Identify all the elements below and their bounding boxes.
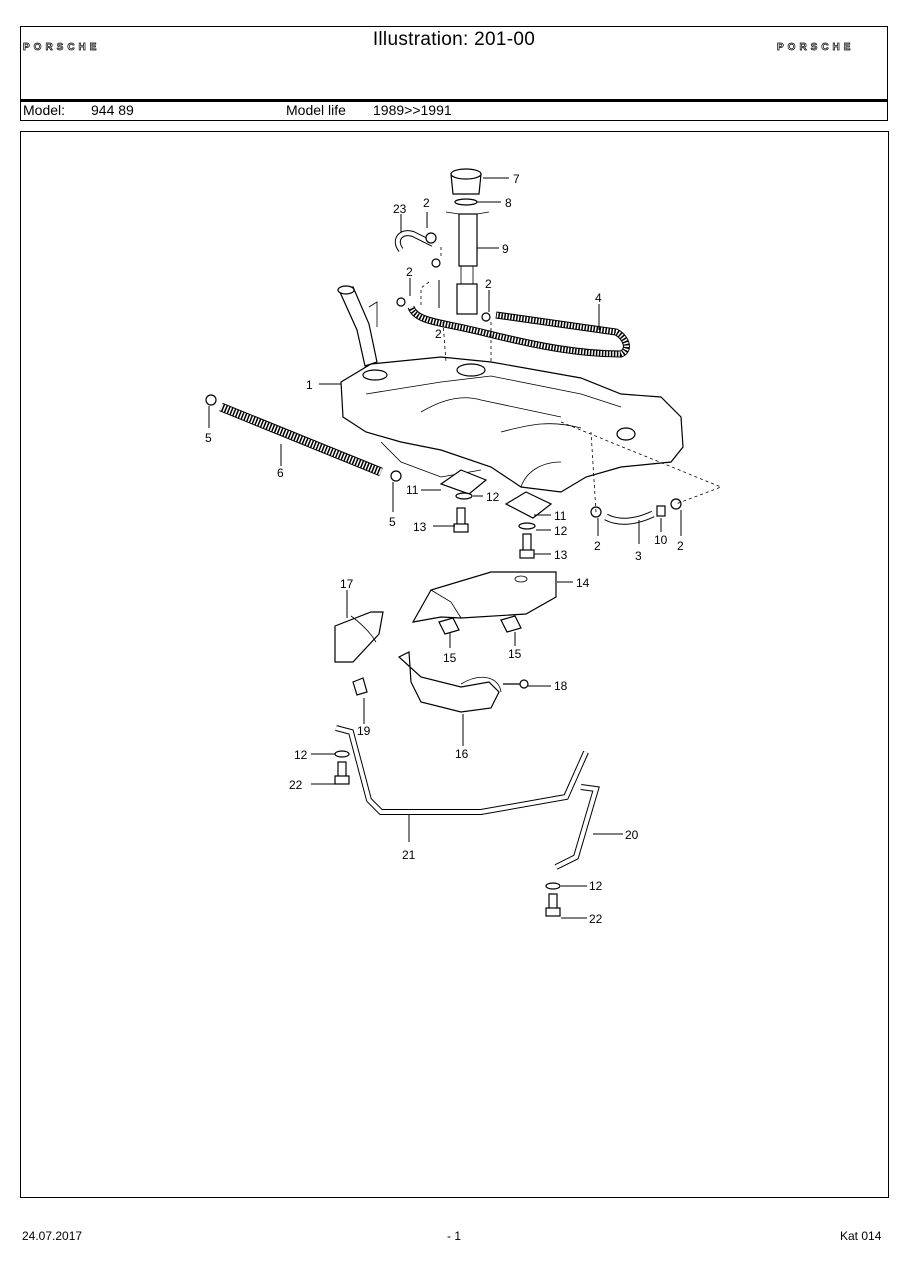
clip-19 [352,677,368,696]
callout-12-d: 12 [589,879,603,893]
clip-15-left [438,617,460,635]
header-box: PORSCHE Illustration: 201-00 PORSCHE Mod… [20,26,888,121]
callout-2-c: 2 [435,327,442,341]
callout-2-a: 2 [423,196,430,210]
callout-22-b: 22 [589,912,603,926]
model-value: 944 89 [91,102,134,118]
illustration-title: Illustration: 201-00 [372,29,536,50]
callout-18: 18 [554,679,568,693]
callout-4: 4 [595,291,602,305]
callout-11-b: 11 [554,509,567,523]
filler-cap [450,168,482,206]
fastener-set-right [545,882,561,917]
callout-5-b: 5 [389,515,396,529]
callout-leaders [208,177,682,919]
callout-8: 8 [505,196,512,210]
tank-mount-right [504,491,553,559]
porsche-logo-left: PORSCHE [23,38,127,54]
heat-shield-14 [411,571,557,623]
brand-right-text: PORSCHE [777,42,854,51]
shield-17 [334,611,384,663]
callout-3: 3 [635,549,642,563]
callout-2-f: 2 [677,539,684,553]
bracket-16 [397,651,502,713]
callout-1: 1 [306,378,313,392]
model-life-value: 1989>>1991 [373,102,452,118]
fuel-sender [445,211,490,315]
tank-mount-left [439,469,488,533]
callout-2-d: 2 [485,277,492,291]
porsche-wordmark-left: PORSCHE [23,42,100,54]
callout-6: 6 [277,466,284,480]
porsche-wordmark-right: PORSCHE [777,42,854,54]
callout-7: 7 [513,172,520,186]
callout-12-a: 12 [486,490,500,504]
filler-neck [337,285,378,367]
footer-date: 24.07.2017 [22,1229,83,1243]
footer-catalog: Kat 014 [840,1229,882,1243]
callout-23: 23 [393,202,407,216]
footer-page-number: - 1 [447,1229,462,1243]
callout-14: 14 [576,576,590,590]
fuel-tank [340,356,684,493]
exploded-view-drawing: 7 8 9 23 2 2 2 2 4 1 5 6 5 11 12 13 11 1… [205,168,723,926]
hose-6 [219,402,383,477]
callout-10: 10 [654,533,668,547]
callout-2-b: 2 [406,265,413,279]
parts-diagram: 7 8 9 23 2 2 2 2 4 1 5 6 5 11 12 13 11 1… [20,131,889,1198]
callout-12-c: 12 [294,748,308,762]
model-label: Model: [23,102,66,118]
callout-19: 19 [357,724,371,738]
callout-20: 20 [625,828,639,842]
callout-15-b: 15 [508,647,522,661]
screw-18 [503,679,529,689]
callout-13-a: 13 [413,520,427,534]
clip-15-right [500,615,522,633]
callout-5-a: 5 [205,431,212,445]
model-life-label: Model life [286,102,346,118]
brand-left-text: PORSCHE [23,42,100,51]
porsche-logo-right: PORSCHE [777,38,881,54]
callout-labels: 7 8 9 23 2 2 2 2 4 1 5 6 5 11 12 13 11 1… [205,172,684,926]
callout-17: 17 [340,577,354,591]
callout-22-a: 22 [289,778,303,792]
callout-21: 21 [402,848,416,862]
callout-9: 9 [502,242,509,256]
callout-2-e: 2 [594,539,601,553]
callout-15-a: 15 [443,651,457,665]
callout-13-b: 13 [554,548,568,562]
header-divider [21,99,887,102]
fastener-set-left [334,750,350,785]
callout-12-b: 12 [554,524,568,538]
callout-16: 16 [455,747,469,761]
connector-10 [656,505,666,517]
callout-11-a: 11 [406,483,419,497]
